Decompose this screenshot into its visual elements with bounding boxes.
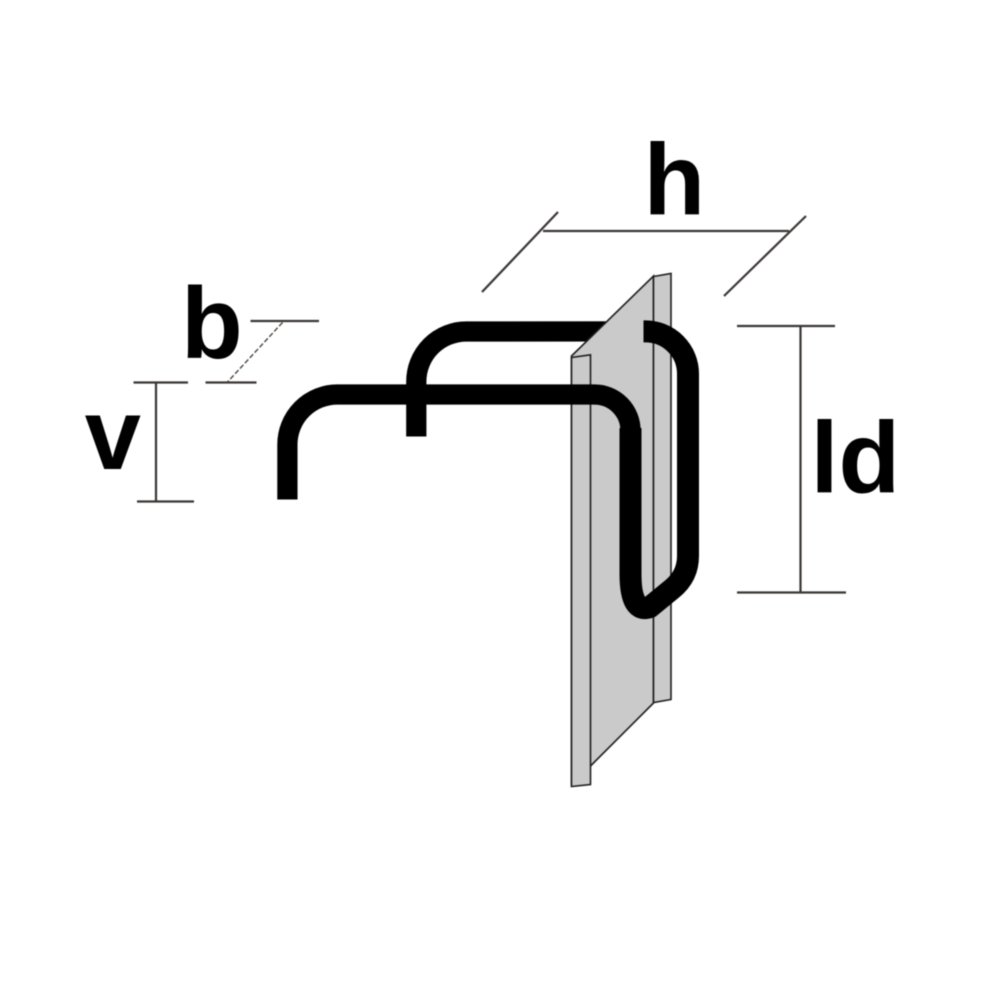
svg-text:v: v <box>85 379 141 491</box>
svg-text:b: b <box>181 268 243 380</box>
svg-text:h: h <box>644 125 706 237</box>
svg-text:ld: ld <box>811 403 901 515</box>
